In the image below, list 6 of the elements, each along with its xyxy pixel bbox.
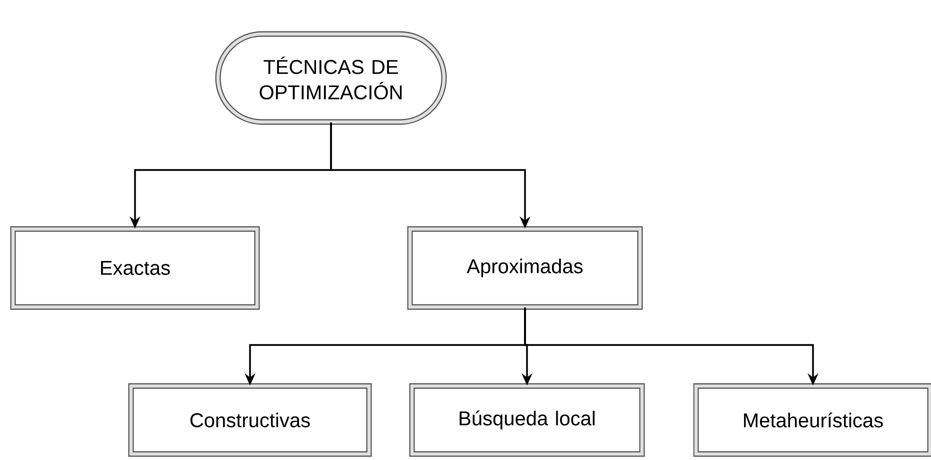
process-box: Exactas [10, 226, 260, 310]
process-box: Aproximadas [407, 226, 643, 310]
process-box: Metaheurísticas [693, 383, 931, 457]
terminal-pill: TÉCNICAS DE OPTIMIZACIÓN [215, 31, 447, 125]
process-box: Constructivas [128, 383, 372, 457]
process-box: Búsqueda local [409, 383, 645, 457]
